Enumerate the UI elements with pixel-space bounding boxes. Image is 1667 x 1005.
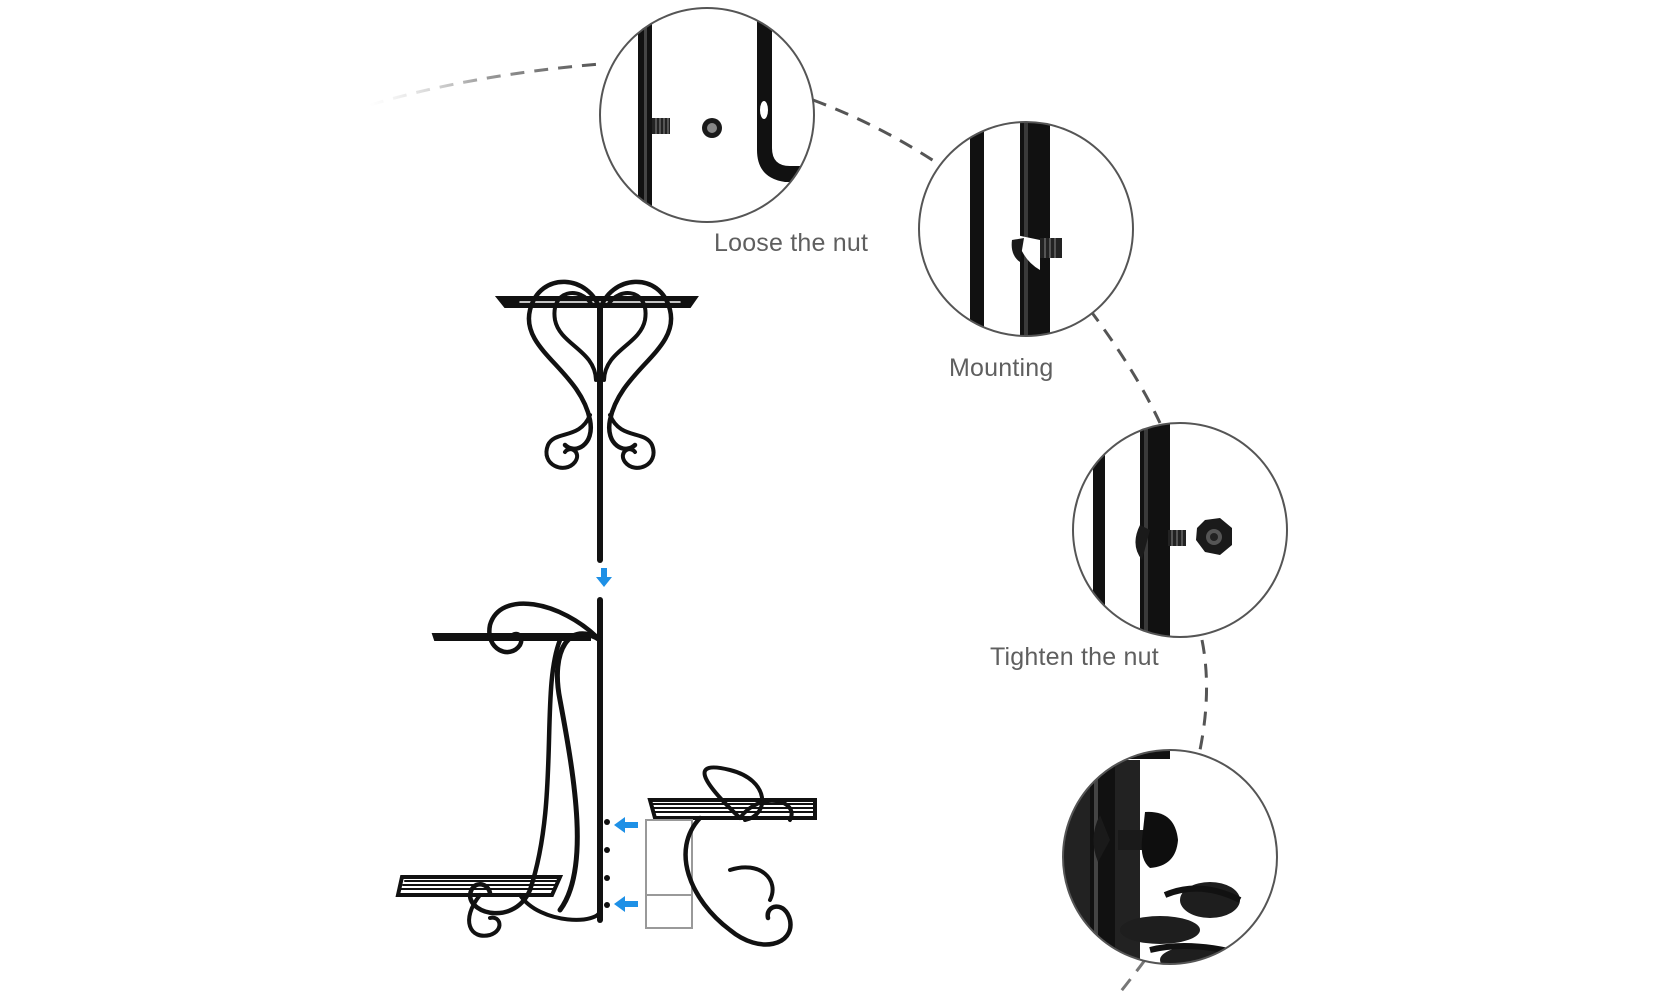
base-piece [395, 597, 610, 938]
top-shelf-piece [494, 279, 699, 563]
arrow-down-icon [596, 568, 612, 587]
arrow-left-icon-upper [614, 817, 638, 833]
detail-tighten-nut [1072, 422, 1288, 638]
detail-installed [1062, 749, 1278, 965]
step-label-mounting: Mounting [949, 354, 1054, 382]
dashed-guide-arc [369, 62, 1209, 996]
detail-loose-nut [599, 7, 815, 223]
step-label-loose-nut: Loose the nut [714, 229, 869, 257]
side-shelf-piece [645, 765, 817, 947]
step-label-tighten-nut: Tighten the nut [990, 643, 1159, 671]
detail-mounting [918, 121, 1134, 337]
arrow-left-icon-lower [614, 896, 638, 912]
